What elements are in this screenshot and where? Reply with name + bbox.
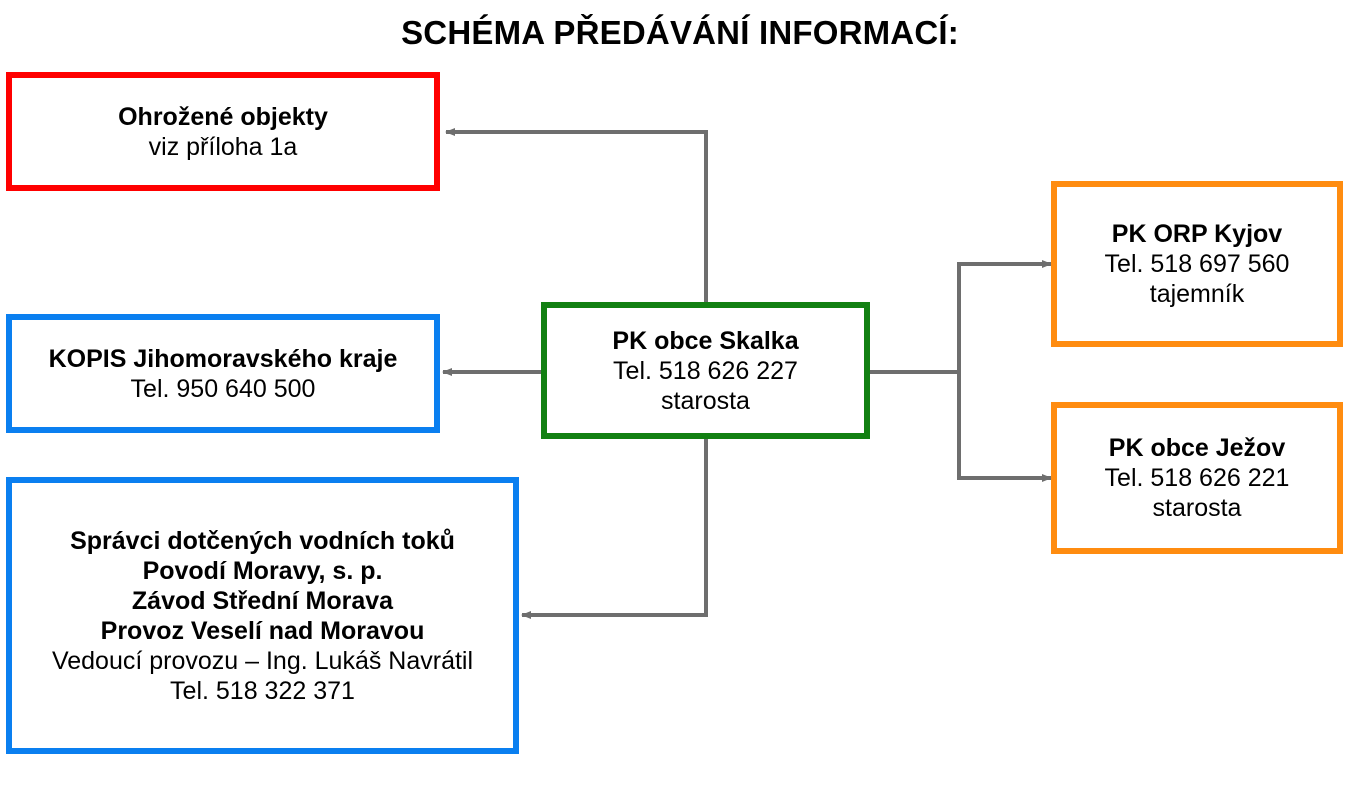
node-text: Tel. 950 640 500 bbox=[130, 374, 316, 403]
kopis-box: KOPIS Jihomoravského kraje Tel. 950 640 … bbox=[6, 314, 440, 433]
orp-kyjov-box: PK ORP Kyjov Tel. 518 697 560 tajemník bbox=[1051, 181, 1343, 347]
node-label: Povodí Moravy, s. p. bbox=[142, 556, 383, 585]
node-label: Provoz Veselí nad Moravou bbox=[100, 616, 425, 645]
node-text: Tel. 518 626 221 bbox=[1104, 464, 1290, 492]
node-text: starosta bbox=[661, 386, 750, 415]
node-text: Tel. 518 322 371 bbox=[170, 676, 355, 705]
node-label: Ohrožené objekty bbox=[118, 102, 328, 131]
node-label: PK obce Ježov bbox=[1108, 434, 1286, 462]
node-text: starosta bbox=[1152, 494, 1242, 522]
node-text: viz příloha 1a bbox=[148, 132, 298, 161]
node-label: Správci dotčených vodních toků bbox=[70, 526, 455, 555]
diagram-title: SCHÉMA PŘEDÁVÁNÍ INFORMACÍ: bbox=[401, 14, 959, 51]
node-text: tajemník bbox=[1149, 280, 1245, 308]
node-label: PK obce Skalka bbox=[612, 326, 799, 355]
edge-center-to-orp bbox=[868, 260, 1052, 374]
node-text: Vedoucí provozu – Ing. Lukáš Navrátil bbox=[51, 646, 474, 675]
edge-center-to-threatened bbox=[445, 128, 708, 304]
node-text: Tel. 518 626 227 bbox=[613, 356, 798, 385]
threatened-objects-box: Ohrožené objekty viz příloha 1a bbox=[6, 72, 440, 191]
center-node-box: PK obce Skalka Tel. 518 626 227 starosta bbox=[541, 302, 870, 439]
node-label: Závod Střední Morava bbox=[131, 586, 394, 615]
node-label: KOPIS Jihomoravského kraje bbox=[48, 344, 398, 373]
node-label: PK ORP Kyjov bbox=[1111, 220, 1283, 248]
water-managers-box: Správci dotčených vodních toků Povodí Mo… bbox=[6, 477, 519, 754]
edge-center-to-spravci bbox=[521, 437, 708, 619]
jezov-box: PK obce Ježov Tel. 518 626 221 starosta bbox=[1051, 402, 1343, 554]
node-text: Tel. 518 697 560 bbox=[1104, 250, 1290, 278]
edge-center-to-jezov bbox=[957, 372, 1052, 482]
